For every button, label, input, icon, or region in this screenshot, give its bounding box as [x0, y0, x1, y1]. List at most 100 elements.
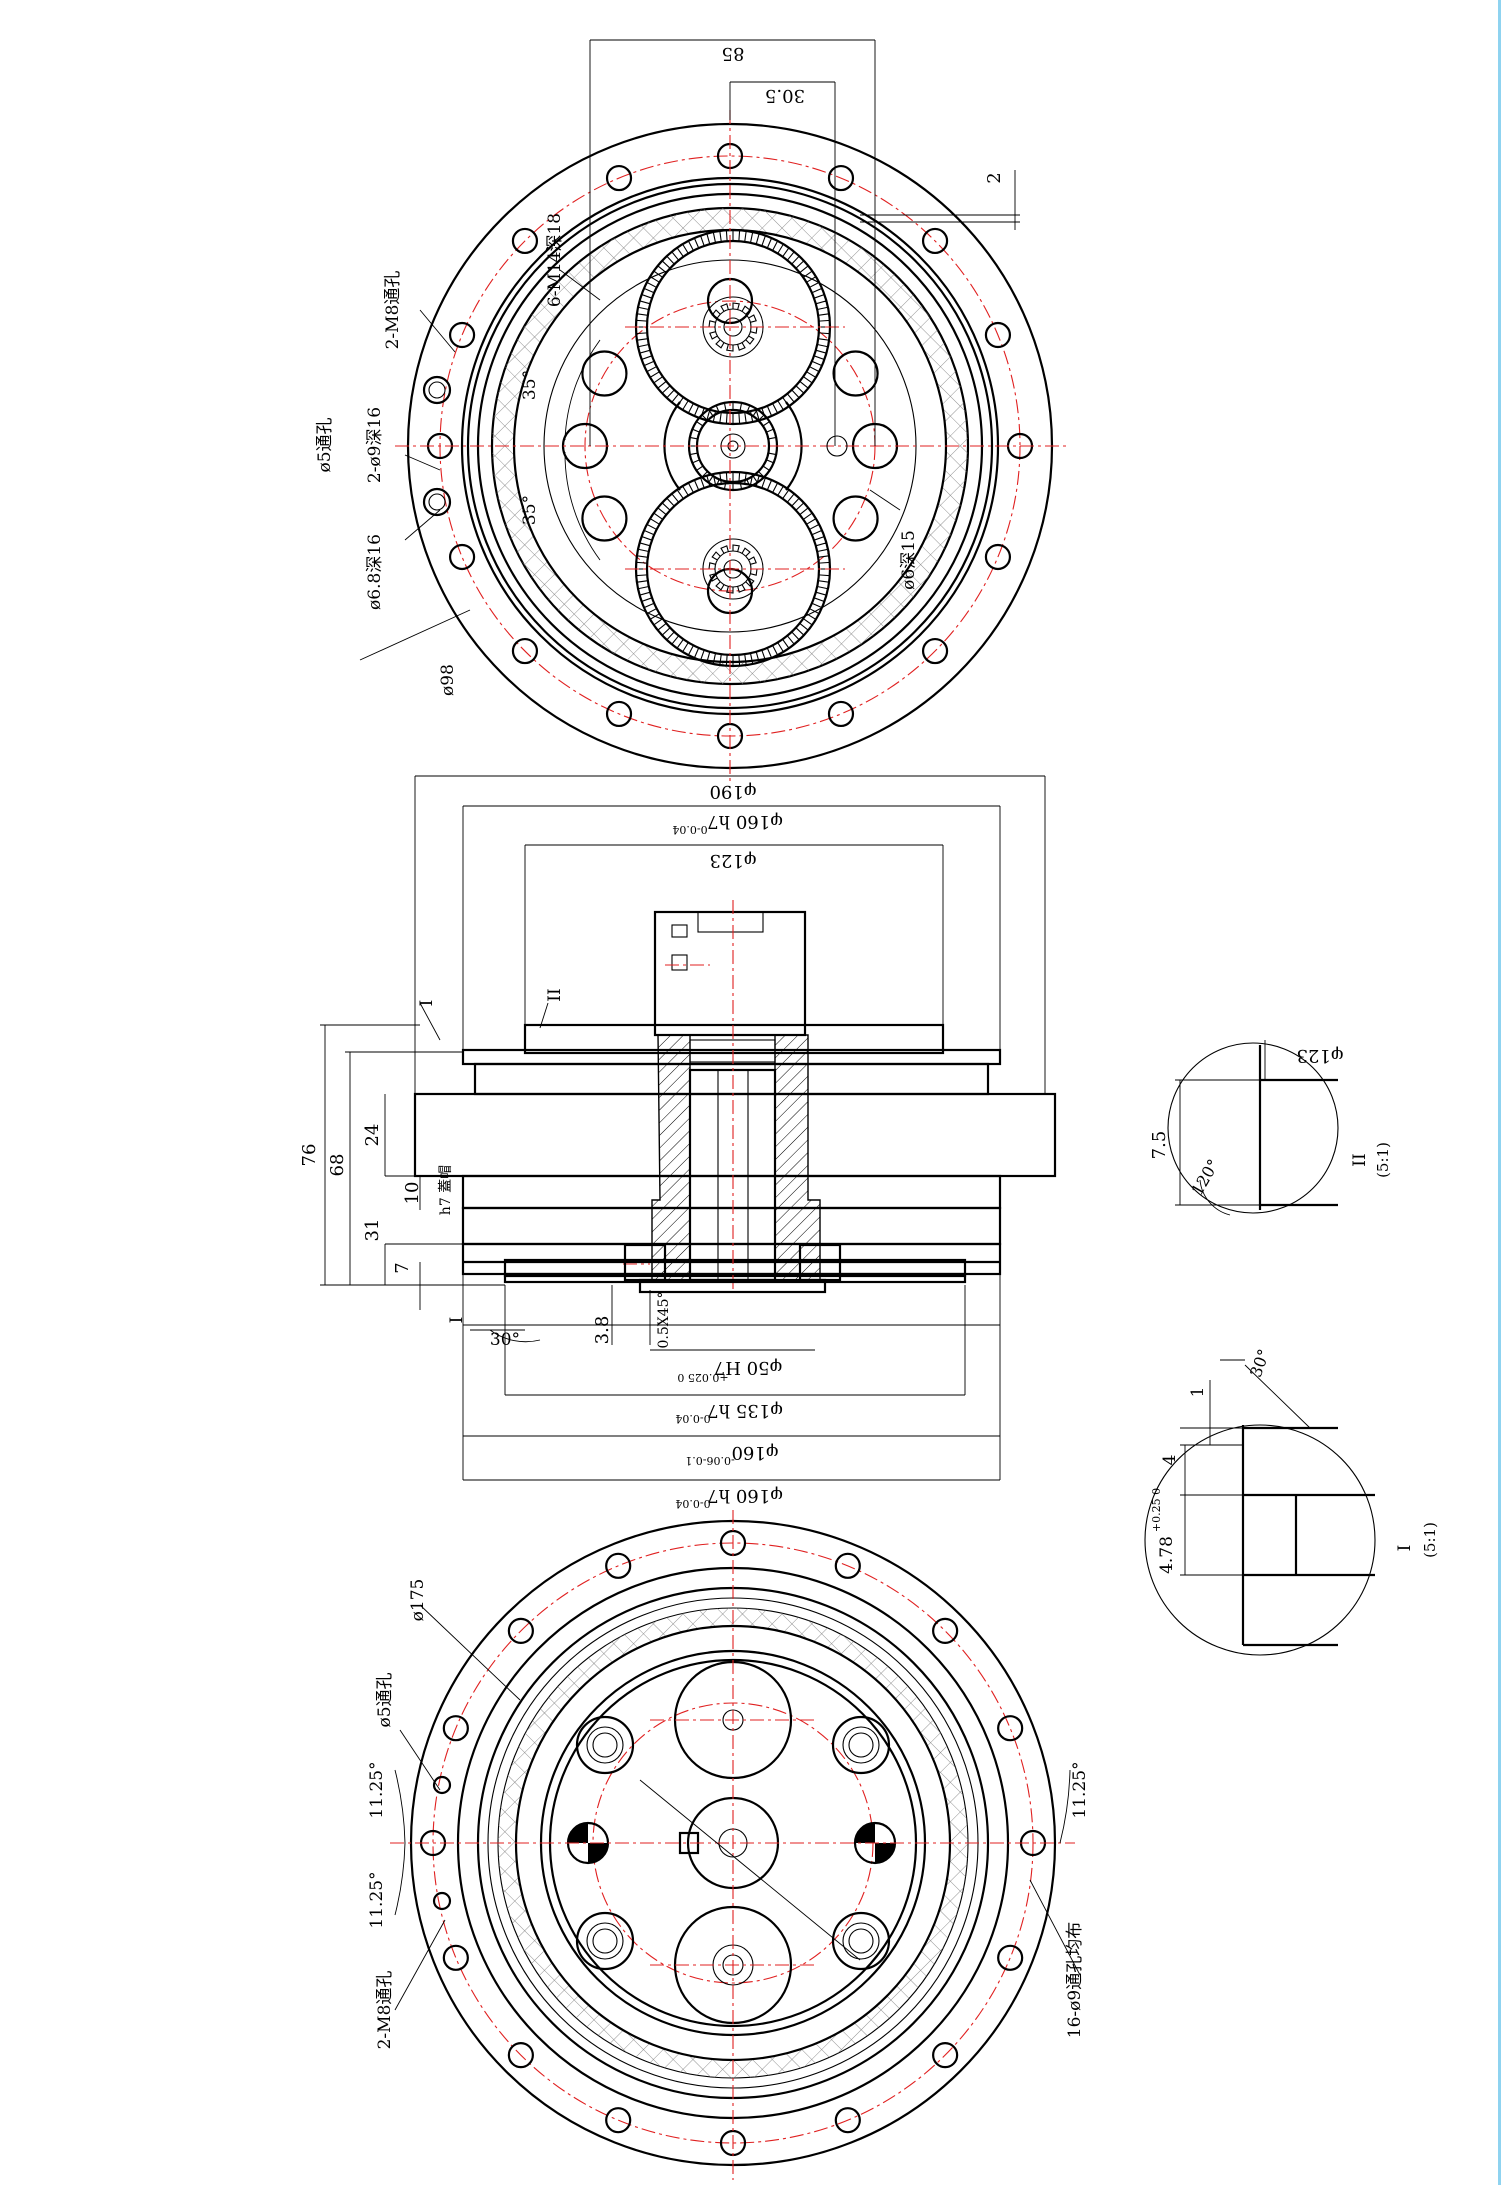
dim-30-5: 30.5 — [765, 85, 805, 106]
dim-85: 85 — [722, 43, 745, 64]
bottom-dim-hole5: ø5通孔 — [375, 1672, 395, 1727]
dim-7: 7 — [392, 1262, 413, 1273]
bottom-view: ø175 ø5通孔 11.25° 11.25° 11.25° 2-M8通孔 16… — [367, 1510, 1090, 2180]
bolt-boss-inner — [586, 1726, 624, 1764]
output-shaft — [653, 910, 807, 1037]
dim-d98: ø98 — [438, 664, 458, 696]
dim-phi160h7-top-tol: 0-0.04 — [672, 823, 707, 836]
section-view: φ190 φ160 h7 0-0.04 φ123 II I 76 68 24 1… — [299, 775, 1057, 1510]
dim-68: 68 — [327, 1154, 348, 1177]
dim-hole9: 2-ø9深16 — [365, 407, 385, 483]
flange-hole — [827, 700, 855, 728]
bottom-dim-holes16: 16-ø9通孔均布 — [1065, 1922, 1085, 2038]
flange-hole — [448, 321, 476, 349]
top-view: 85 30.5 2 6-M14深18 2-M8通孔 ø5通孔 2-ø9深16 ø… — [315, 39, 1070, 785]
dim-phi190: φ190 — [710, 781, 757, 802]
flange-hole — [921, 227, 949, 255]
inner-hole — [581, 495, 628, 542]
bolt-boss — [575, 1911, 635, 1971]
m8-hole — [422, 375, 452, 405]
gear-tooth-ring — [688, 401, 778, 491]
detail-I-angle-30: 30° — [1246, 1347, 1274, 1380]
detail-II-label: II — [1350, 1153, 1370, 1166]
bottom-dim-m8: 2-M8通孔 — [375, 1971, 395, 2050]
flange-hole — [984, 321, 1012, 349]
bottom-dim-d175: ø175 — [408, 1579, 428, 1622]
dim-chamfer: 0.5X45° — [656, 1291, 672, 1348]
dim-m8-top: 2-M8通孔 — [383, 271, 403, 350]
flange-hole — [442, 1715, 469, 1742]
dim-phi160h7-bottom-tol: 0-0.04 — [675, 1497, 710, 1510]
bottom-dim-angle-b: 11.25° — [367, 1871, 387, 1928]
flange-hole — [834, 1552, 861, 1579]
detail-I-4-78: 4.78 — [1157, 1536, 1177, 1574]
dim-angle-35b: 35° — [520, 495, 540, 525]
flange-hole — [442, 1944, 469, 1971]
detail-II-phi123: φ123 — [1297, 1045, 1344, 1066]
flange-hole — [921, 637, 949, 665]
bottom-inner-holes — [575, 1715, 891, 1971]
label-I-section-top: I — [417, 1000, 437, 1007]
bolt-boss-hex — [592, 1732, 618, 1758]
m8-hole — [422, 487, 452, 517]
inner-hole — [832, 495, 879, 542]
bolt-boss-inner — [842, 1726, 880, 1764]
dim-10: 10 — [402, 1182, 423, 1205]
dim-h7-cap: h7 蓋帽 — [438, 1165, 454, 1215]
flange-hole — [932, 1617, 959, 1644]
detail-I-4: 4 — [1160, 1455, 1180, 1466]
bottom-dim-angle-c: 11.25° — [1070, 1761, 1090, 1818]
dim-76: 76 — [299, 1144, 320, 1167]
dim-phi160: φ160 — [732, 1442, 779, 1463]
bolt-boss — [831, 1911, 891, 1971]
dim-phi135h7: φ135 h7 — [707, 1400, 783, 1421]
m8-hole-inner — [428, 493, 446, 511]
bolt-boss-hex — [848, 1732, 874, 1758]
gear-tooth-ring — [635, 471, 831, 667]
main-flange — [413, 1092, 1057, 1178]
small-hole — [432, 1891, 452, 1911]
flange-hole — [834, 2107, 861, 2134]
detail-II: φ123 7.5 120° II (5:1) — [1149, 1040, 1392, 1216]
detail-II-7-5: 7.5 — [1149, 1131, 1170, 1160]
bottom-dim-angle-a: 11.25° — [367, 1761, 387, 1818]
flange-hole — [605, 1552, 632, 1579]
bolt-boss — [575, 1715, 635, 1775]
dim-angle-35a: 35° — [520, 370, 540, 400]
flange-hole — [997, 1944, 1024, 1971]
inner-hole — [581, 350, 628, 397]
dim-phi50H7: φ50 H7 — [714, 1357, 782, 1378]
gear-tooth-ring — [635, 229, 831, 425]
dim-hole68: ø6.8深16 — [365, 534, 385, 610]
flange-hole — [448, 543, 476, 571]
flange-hole — [984, 543, 1012, 571]
detail-I: 30° 1 4 4.78 +0.25 0 I (5:1) — [1144, 1347, 1439, 1656]
gear-tooth-ring — [708, 302, 758, 352]
dim-31: 31 — [362, 1219, 383, 1242]
flange-hole — [605, 2107, 632, 2134]
bolt-boss — [831, 1715, 891, 1775]
dim-phi135h7-tol: 0-0.04 — [675, 1412, 710, 1425]
detail-I-4-78-tol: +0.25 0 — [1150, 1488, 1163, 1532]
m8-hole-inner — [428, 381, 446, 399]
window-edge — [1498, 0, 1501, 2185]
flange-hole — [507, 2042, 534, 2069]
dim-phi123: φ123 — [710, 850, 757, 871]
bolt-boss-hex — [848, 1928, 874, 1954]
dim-phi160h7-bottom: φ160 h7 — [707, 1485, 783, 1506]
flange-hole — [605, 164, 633, 192]
flange-hole — [827, 164, 855, 192]
flange-hole — [997, 1715, 1024, 1742]
dim-angle-30: 30° — [490, 1330, 520, 1350]
detail-II-scale: (5:1) — [1374, 1142, 1392, 1178]
dim-hole5-top: ø5通孔 — [315, 417, 335, 472]
dim-phi160h7-top: φ160 h7 — [707, 811, 783, 832]
flange-hole — [932, 2042, 959, 2069]
top-cap — [523, 1023, 945, 1055]
detail-II-angle-120: 120° — [1187, 1156, 1223, 1199]
bolt-boss-hex — [592, 1928, 618, 1954]
inner-hole — [832, 350, 879, 397]
detail-I-label: I — [1395, 1545, 1415, 1552]
dim-m14: 6-M14深18 — [545, 213, 565, 307]
